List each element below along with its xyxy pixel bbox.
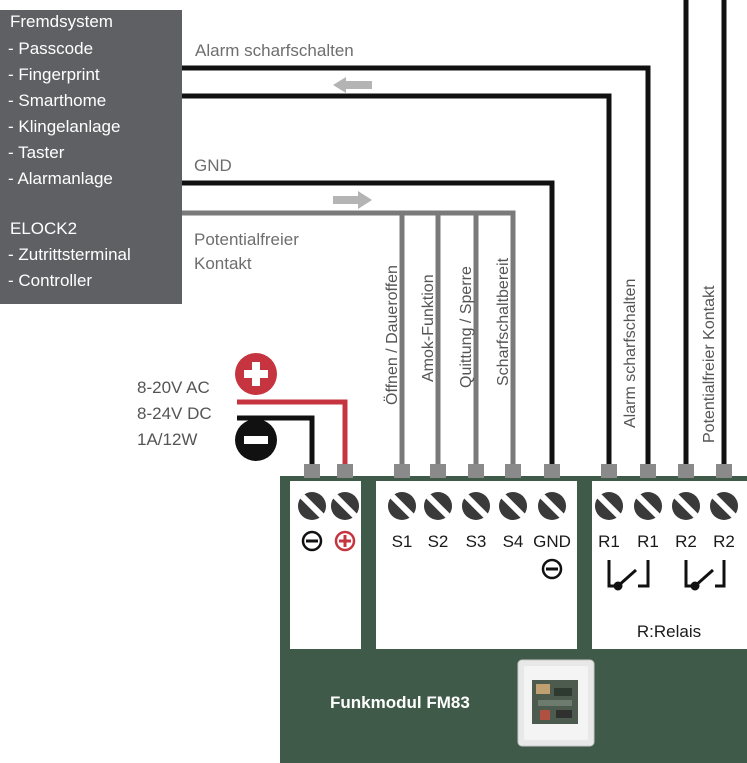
wire-power-plus	[237, 399, 348, 468]
source-item-alarmanlage: - Alarmanlage	[8, 169, 113, 188]
relais-label: R:Relais	[637, 622, 701, 641]
vlabel-r2: Potentialfreier Kontakt	[701, 285, 718, 443]
arrow-right-icon	[333, 191, 372, 209]
terminal-gnd-label: GND	[533, 532, 571, 551]
source-item-zutrittsterminal: - Zutrittsterminal	[8, 245, 131, 264]
terminal-studs	[304, 464, 732, 478]
vlabel-s2: Amok-Funktion	[420, 274, 437, 382]
plus-icon	[235, 353, 277, 395]
terminal-r2b-label: R2	[713, 532, 735, 551]
vlabel-s3: Quittung / Sperre	[458, 266, 475, 388]
label-kontakt: Kontakt	[194, 254, 252, 273]
source-item-fingerprint: - Fingerprint	[8, 65, 100, 84]
terminal-s2-label: S2	[428, 532, 449, 551]
label-gnd: GND	[194, 156, 232, 175]
terminal-minus-icon	[301, 530, 323, 552]
source-item-taster: - Taster	[8, 143, 65, 162]
vlabel-s1: Öffnen / Daueroffen	[383, 265, 401, 405]
terminal-plus-icon	[334, 530, 356, 552]
terminal-s1-label: S1	[392, 532, 413, 551]
power-load-label: 1A/12W	[137, 430, 197, 449]
gnd-minus-icon	[541, 558, 563, 580]
wire-s1	[182, 210, 405, 468]
source-box-title: Fremdsystem	[10, 12, 113, 31]
terminal-r2a-label: R2	[675, 532, 697, 551]
vlabel-r1: Alarm scharfschalten	[622, 279, 639, 428]
source-item-passcode: - Passcode	[8, 39, 93, 58]
relay-r2-contact-icon	[684, 560, 726, 591]
label-potentialfreier: Potentialfreier	[194, 230, 299, 249]
screw-terminal-icons	[298, 492, 738, 520]
relay-r1-contact-icon	[607, 560, 650, 591]
label-alarm-scharfschalten: Alarm scharfschalten	[195, 41, 354, 60]
power-dc-label: 8-24V DC	[137, 404, 212, 423]
module-device-image	[517, 659, 595, 747]
power-ac-label: 8-20V AC	[137, 378, 210, 397]
terminal-r1b-label: R1	[637, 532, 659, 551]
terminal-r1a-label: R1	[598, 532, 620, 551]
source-system-box	[0, 10, 182, 304]
minus-icon	[235, 419, 277, 461]
wire-alarm-r1a	[182, 93, 612, 468]
module-name: Funkmodul FM83	[330, 693, 470, 712]
wire-gnd	[182, 180, 555, 468]
source-item-controller: - Controller	[8, 271, 92, 290]
terminal-s3-label: S3	[466, 532, 487, 551]
arrow-left-icon	[333, 77, 372, 93]
wire-alarm-r1b	[182, 65, 651, 468]
source-item-smarthome: - Smarthome	[8, 91, 106, 110]
source-item-klingelanlage: - Klingelanlage	[8, 117, 120, 136]
source-box-title2: ELOCK2	[10, 219, 77, 238]
terminal-s4-label: S4	[503, 532, 524, 551]
wire-s4	[476, 210, 516, 468]
vlabel-s4: Scharfschaltbereit	[495, 257, 512, 386]
wire-power-minus	[237, 415, 315, 468]
